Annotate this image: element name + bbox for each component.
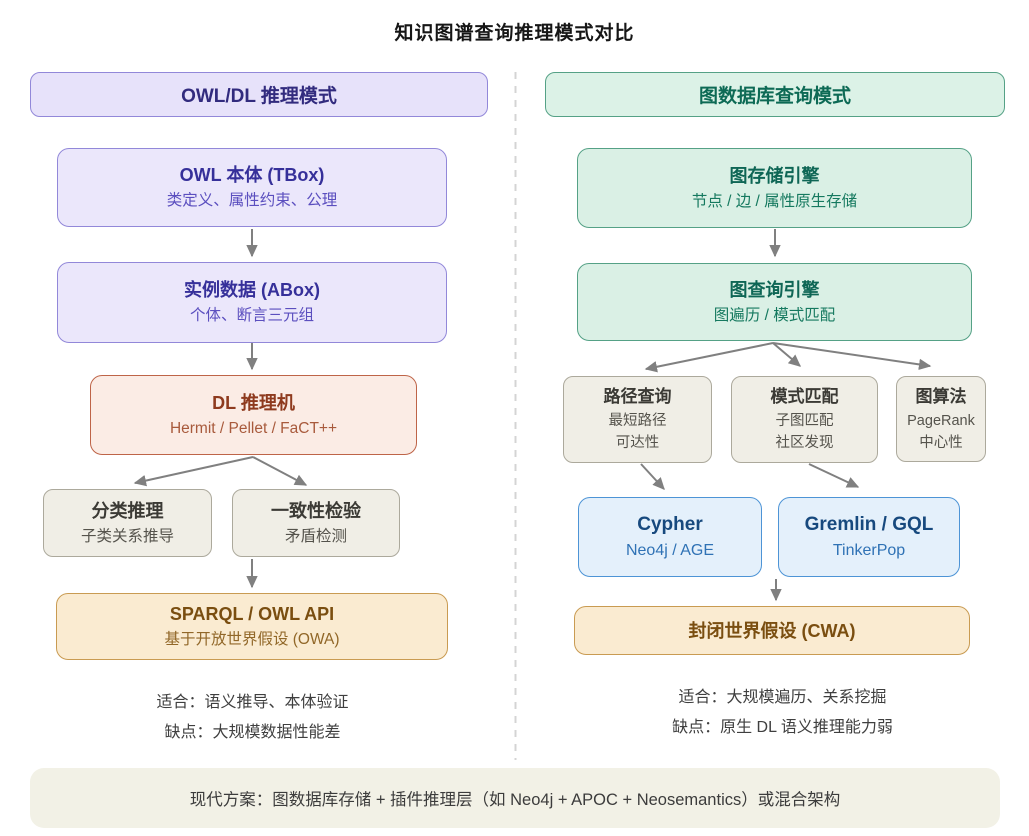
footer-banner-text: 现代方案：图数据库存储 + 插件推理层（如 Neo4j + APOC + Neo… — [189, 791, 841, 809]
arrow-path-cypher — [640, 463, 665, 490]
node-title: 实例数据 (ABox) — [184, 280, 320, 300]
node-graph-storage: 图存储引擎 节点 / 边 / 属性原生存储 — [577, 148, 972, 228]
node-title: SPARQL / OWL API — [169, 604, 335, 624]
node-title: 图算法 — [915, 386, 967, 406]
footer-banner: 现代方案：图数据库存储 + 插件推理层（如 Neo4j + APOC + Neo… — [30, 768, 1000, 828]
node-path-query: 路径查询 最短路径 可达性 — [563, 376, 712, 463]
node-title: Gremlin / GQL — [804, 513, 934, 535]
node-line1: PageRank — [907, 412, 975, 429]
node-sparql-owl-api: SPARQL / OWL API 基于开放世界假设 (OWA) — [56, 593, 448, 660]
left-notes: 适合：语义推导、本体验证 缺点：大规模数据性能差 — [55, 688, 450, 748]
arrow-reasoner-consistency — [252, 456, 308, 486]
page-title: 知识图谱查询推理模式对比 — [394, 23, 635, 44]
node-line2: 可达性 — [615, 435, 660, 451]
node-subtitle: 节点 / 边 / 属性原生存储 — [691, 192, 858, 210]
node-subtitle: 类定义、属性约束、公理 — [166, 192, 338, 209]
node-subtitle: 个体、断言三元组 — [189, 307, 314, 324]
arrow-query-pattern — [772, 342, 801, 367]
node-subtitle: 矛盾检测 — [284, 527, 347, 545]
node-subtitle: 基于开放世界假设 (OWA) — [164, 631, 340, 648]
node-title: 一致性检验 — [271, 500, 361, 521]
node-subtitle: 图遍历 / 模式匹配 — [713, 306, 836, 324]
node-line1: 最短路径 — [608, 413, 667, 429]
right-pros: 适合：大规模遍历、关系挖掘 — [678, 689, 887, 706]
node-title: DL 推理机 — [212, 392, 295, 413]
right-notes: 适合：大规模遍历、关系挖掘 缺点：原生 DL 语义推理能力弱 — [585, 683, 980, 743]
node-cypher: Cypher Neo4j / AGE — [578, 497, 762, 577]
node-line2: 中心性 — [919, 434, 963, 451]
node-title: 分类推理 — [91, 500, 164, 521]
node-consistency: 一致性检验 矛盾检测 — [232, 489, 400, 557]
node-gremlin-gql: Gremlin / GQL TinkerPop — [778, 497, 960, 577]
right-cons: 缺点：原生 DL 语义推理能力弱 — [672, 719, 893, 736]
arrow-query-algo — [772, 342, 932, 371]
node-title: 封闭世界假设 (CWA) — [688, 620, 856, 641]
node-dl-reasoner: DL 推理机 Hermit / Pellet / FaCT++ — [90, 375, 417, 455]
node-graph-query-engine: 图查询引擎 图遍历 / 模式匹配 — [577, 263, 972, 341]
node-subtitle: Hermit / Pellet / FaCT++ — [169, 419, 338, 437]
node-pattern-match: 模式匹配 子图匹配 社区发现 — [731, 376, 878, 463]
node-abox: 实例数据 (ABox) 个体、断言三元组 — [57, 262, 447, 343]
node-owl-tbox: OWL 本体 (TBox) 类定义、属性约束、公理 — [57, 148, 447, 227]
node-title: 路径查询 — [603, 387, 672, 406]
node-title: 图存储引擎 — [729, 165, 820, 186]
left-cons: 缺点：大规模数据性能差 — [164, 724, 341, 741]
node-line2: 社区发现 — [775, 435, 834, 451]
arrow-query-path — [644, 342, 774, 373]
node-subtitle: 子类关系推导 — [80, 527, 174, 545]
arrow-reasoner-classification — [133, 456, 254, 487]
left-column-header: OWL/DL 推理模式 — [30, 72, 488, 117]
node-title: OWL 本体 (TBox) — [179, 165, 325, 185]
left-header-label: OWL/DL 推理模式 — [181, 86, 337, 107]
node-classification: 分类推理 子类关系推导 — [43, 489, 212, 557]
node-subtitle: TinkerPop — [832, 541, 906, 559]
node-subtitle: Neo4j / AGE — [625, 541, 715, 559]
node-title: 图查询引擎 — [729, 279, 820, 300]
left-pros: 适合：语义推导、本体验证 — [156, 694, 349, 711]
node-cwa: 封闭世界假设 (CWA) — [574, 606, 970, 655]
node-title: Cypher — [637, 513, 703, 535]
arrow-pattern-gremlin — [808, 463, 860, 488]
right-header-label: 图数据库查询模式 — [698, 86, 851, 107]
node-line1: 子图匹配 — [775, 413, 834, 429]
node-title: 模式匹配 — [770, 387, 839, 406]
node-graph-algorithms: 图算法 PageRank 中心性 — [896, 376, 986, 462]
right-column-header: 图数据库查询模式 — [545, 72, 1005, 117]
